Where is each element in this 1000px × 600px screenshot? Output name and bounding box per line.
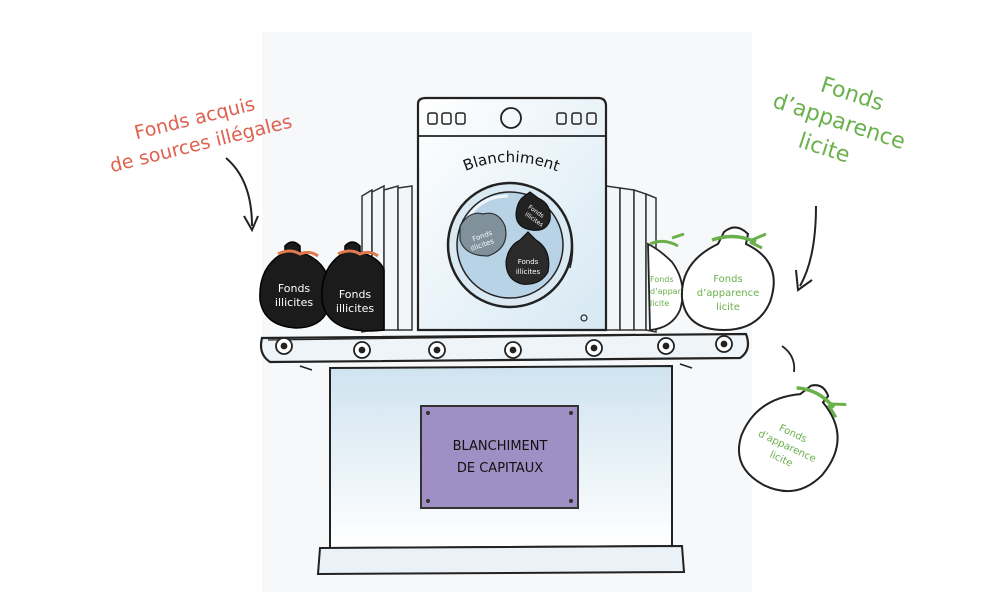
- black-bag-line1: Fonds: [278, 282, 311, 295]
- white-bag-partial-line3: licite: [650, 299, 669, 308]
- black-bag-line1: Fonds: [339, 288, 372, 301]
- conveyor-belt: [259, 332, 750, 371]
- arrow-left: [225, 157, 253, 227]
- control-button-icon: [427, 112, 438, 125]
- white-bag: Fonds d’apparence licite: [680, 226, 775, 332]
- white-bag-partial-line2: d’apparence: [650, 287, 700, 296]
- arrow-left-head-icon: [243, 215, 259, 233]
- white-bag-line3: licite: [716, 302, 740, 313]
- motion-line: [781, 345, 796, 373]
- black-bag-line2: illicites: [275, 296, 313, 309]
- white-bag-line2: d’apparence: [697, 288, 760, 299]
- black-bag-line2: illicites: [336, 302, 374, 315]
- control-button-icon: [441, 112, 452, 125]
- drum-bag: Fonds illicites: [459, 212, 507, 257]
- control-button-icon: [571, 112, 582, 125]
- arrow-right-head-icon: [795, 269, 813, 292]
- white-bag-line1: Fonds: [713, 274, 742, 285]
- white-bag-partial-line1: Fonds: [650, 275, 674, 284]
- black-bag: Fonds illicites: [259, 241, 331, 329]
- control-button-icon: [455, 112, 466, 125]
- drum-bag: Fonds illicites: [515, 191, 551, 231]
- right-caption: Fonds d’apparence licite: [770, 73, 909, 169]
- falling-bag: Fonds d’apparence licite: [737, 384, 847, 493]
- arrow-right: [799, 205, 817, 287]
- dial-icon: [500, 107, 522, 129]
- drum-bag: Fonds illicites: [505, 231, 550, 285]
- plaque-line1: BLANCHIMENT: [453, 439, 548, 454]
- washing-machine: Blanchiment Fonds illicites Fonds illici…: [416, 96, 608, 332]
- black-bag: Fonds illicites: [321, 241, 385, 332]
- plaque-line2: DE CAPITAUX: [457, 461, 543, 476]
- drum-bag-line2: illicites: [516, 268, 541, 276]
- control-button-icon: [586, 112, 597, 125]
- plaque: BLANCHIMENT DE CAPITAUX: [420, 405, 579, 509]
- drum-bag-line1: Fonds: [518, 258, 539, 266]
- control-button-icon: [556, 112, 567, 125]
